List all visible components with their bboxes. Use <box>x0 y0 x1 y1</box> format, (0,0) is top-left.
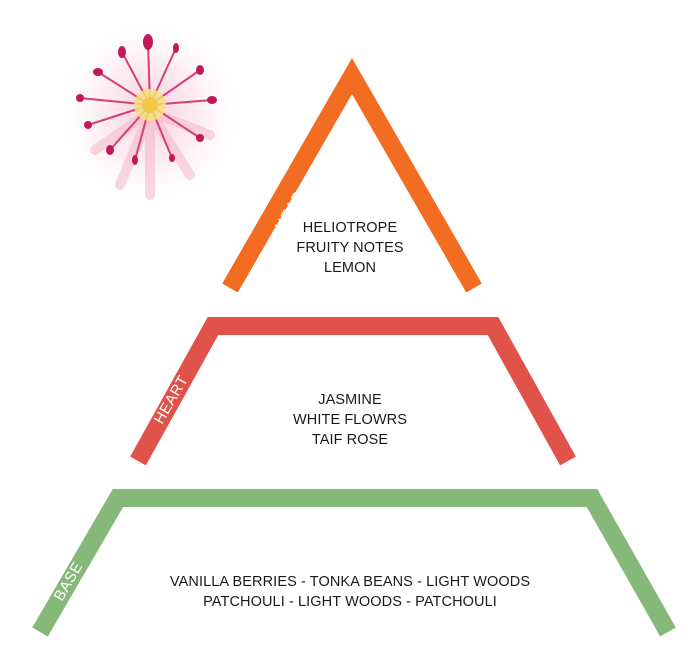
head-note: FRUITY NOTES <box>296 240 404 256</box>
head-note: HELIOTROPE <box>302 220 398 236</box>
head-note: LEMON <box>323 260 377 276</box>
base-note: PATCHOULI - LIGHT WOODS - PATCHOULI <box>203 594 497 610</box>
head-tier-outline <box>222 57 482 293</box>
heart-tier-outline <box>130 317 576 466</box>
heart-note: WHITE FLOWRS <box>293 412 407 428</box>
base-note: VANILLA BERRIES - TONKA BEANS - LIGHT WO… <box>169 574 531 590</box>
base-tier-outline <box>32 489 676 637</box>
head-notes: HELIOTROPE FRUITY NOTES LEMON <box>250 218 450 278</box>
heart-note: TAIF ROSE <box>311 432 389 448</box>
heart-note: JASMINE <box>318 392 382 408</box>
base-notes: VANILLA BERRIES - TONKA BEANS - LIGHT WO… <box>120 572 580 612</box>
base-tier-label: BASE <box>51 559 87 604</box>
heart-notes: JASMINE WHITE FLOWRS TAIF ROSE <box>250 390 450 450</box>
pink-flower-icon <box>55 17 245 207</box>
